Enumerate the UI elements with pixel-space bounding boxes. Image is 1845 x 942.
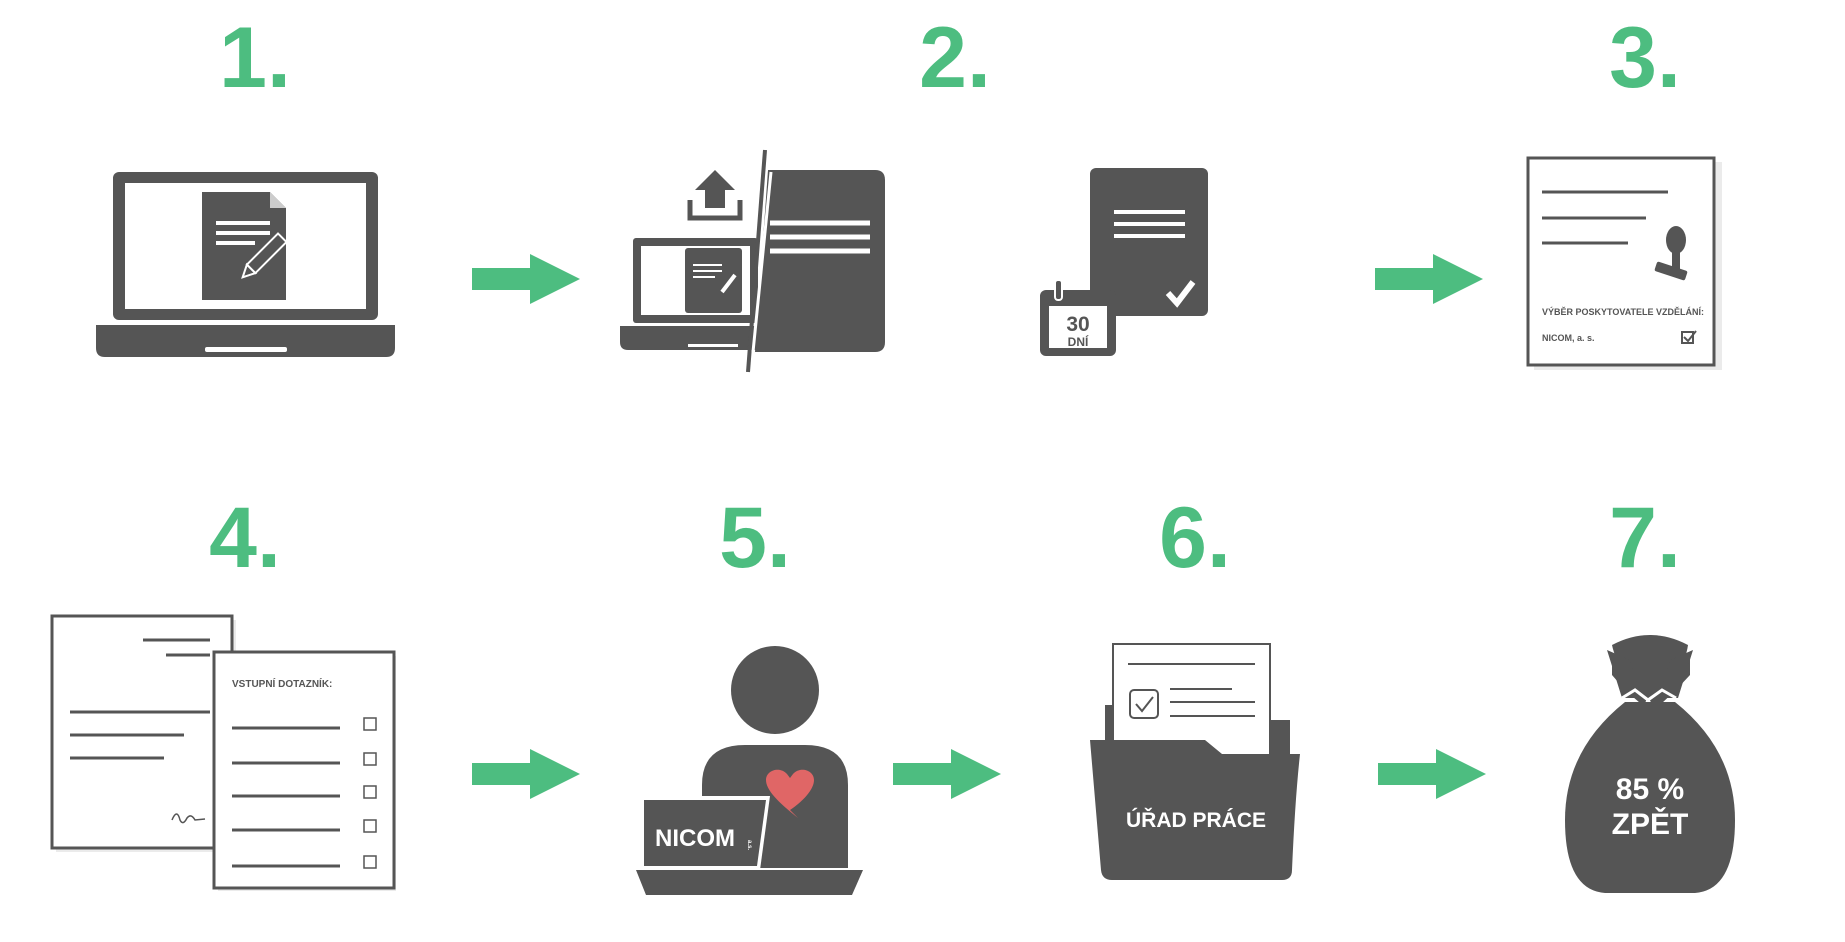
checkbox-icon — [363, 785, 377, 799]
arrow-right-icon — [1378, 749, 1486, 799]
folder-label: ÚŘAD PRÁCE — [1126, 808, 1266, 832]
calendar-unit: DNÍ — [1068, 334, 1089, 349]
checkbox-icon — [363, 717, 377, 731]
checkbox-icon — [363, 819, 377, 833]
form-option: NICOM, a. s. — [1542, 333, 1595, 343]
stamp-icon — [1654, 226, 1688, 281]
checkbox-icon — [363, 855, 377, 869]
step-number-1: 1. — [219, 10, 291, 106]
heart-icon — [766, 769, 814, 818]
checkbox-icon — [363, 752, 377, 766]
folder-icon: ÚŘAD PRÁCE — [1090, 643, 1300, 880]
arrow-right-icon — [893, 749, 1001, 799]
laptop-brand-suffix: a.s. — [746, 840, 752, 850]
arrow-right-icon — [472, 254, 580, 304]
questionnaire-title: VSTUPNÍ DOTAZNÍK: — [232, 677, 332, 690]
stamped-form-icon: VÝBĚR POSKYTOVATELE VZDĚLÁNÍ: NICOM, a. … — [1526, 156, 1722, 370]
form-label: VÝBĚR POSKYTOVATELE VZDĚLÁNÍ: — [1542, 306, 1704, 317]
arrow-right-icon — [472, 749, 580, 799]
step-number-3: 3. — [1609, 10, 1681, 106]
step-number-6: 6. — [1159, 490, 1231, 586]
step-number-2: 2. — [919, 10, 991, 106]
signature-icon — [171, 813, 206, 824]
step-number-5: 5. — [719, 490, 791, 586]
laptop-brand: NICOM — [655, 825, 735, 852]
checkbox-checked-icon — [1129, 689, 1159, 719]
person-laptop-icon: NICOM a.s. — [636, 646, 863, 895]
upload-document-icon — [620, 149, 885, 373]
money-bag-icon: 85 % ZPĚT — [1565, 635, 1735, 893]
calendar-day-count: 30 — [1066, 313, 1089, 336]
questionnaire-icon: VSTUPNÍ DOTAZNÍK: — [50, 614, 396, 891]
bag-text-line1: 85 % — [1616, 773, 1684, 806]
step-number-7: 7. — [1609, 490, 1681, 586]
checkbox-checked-icon — [1681, 330, 1697, 344]
bag-text-line2: ZPĚT — [1612, 807, 1689, 841]
calendar-document-approved-icon: 30 DNÍ — [1040, 168, 1208, 356]
laptop-document-edit-icon — [96, 172, 395, 357]
arrow-right-icon — [1375, 254, 1483, 304]
step-number-4: 4. — [209, 490, 281, 586]
